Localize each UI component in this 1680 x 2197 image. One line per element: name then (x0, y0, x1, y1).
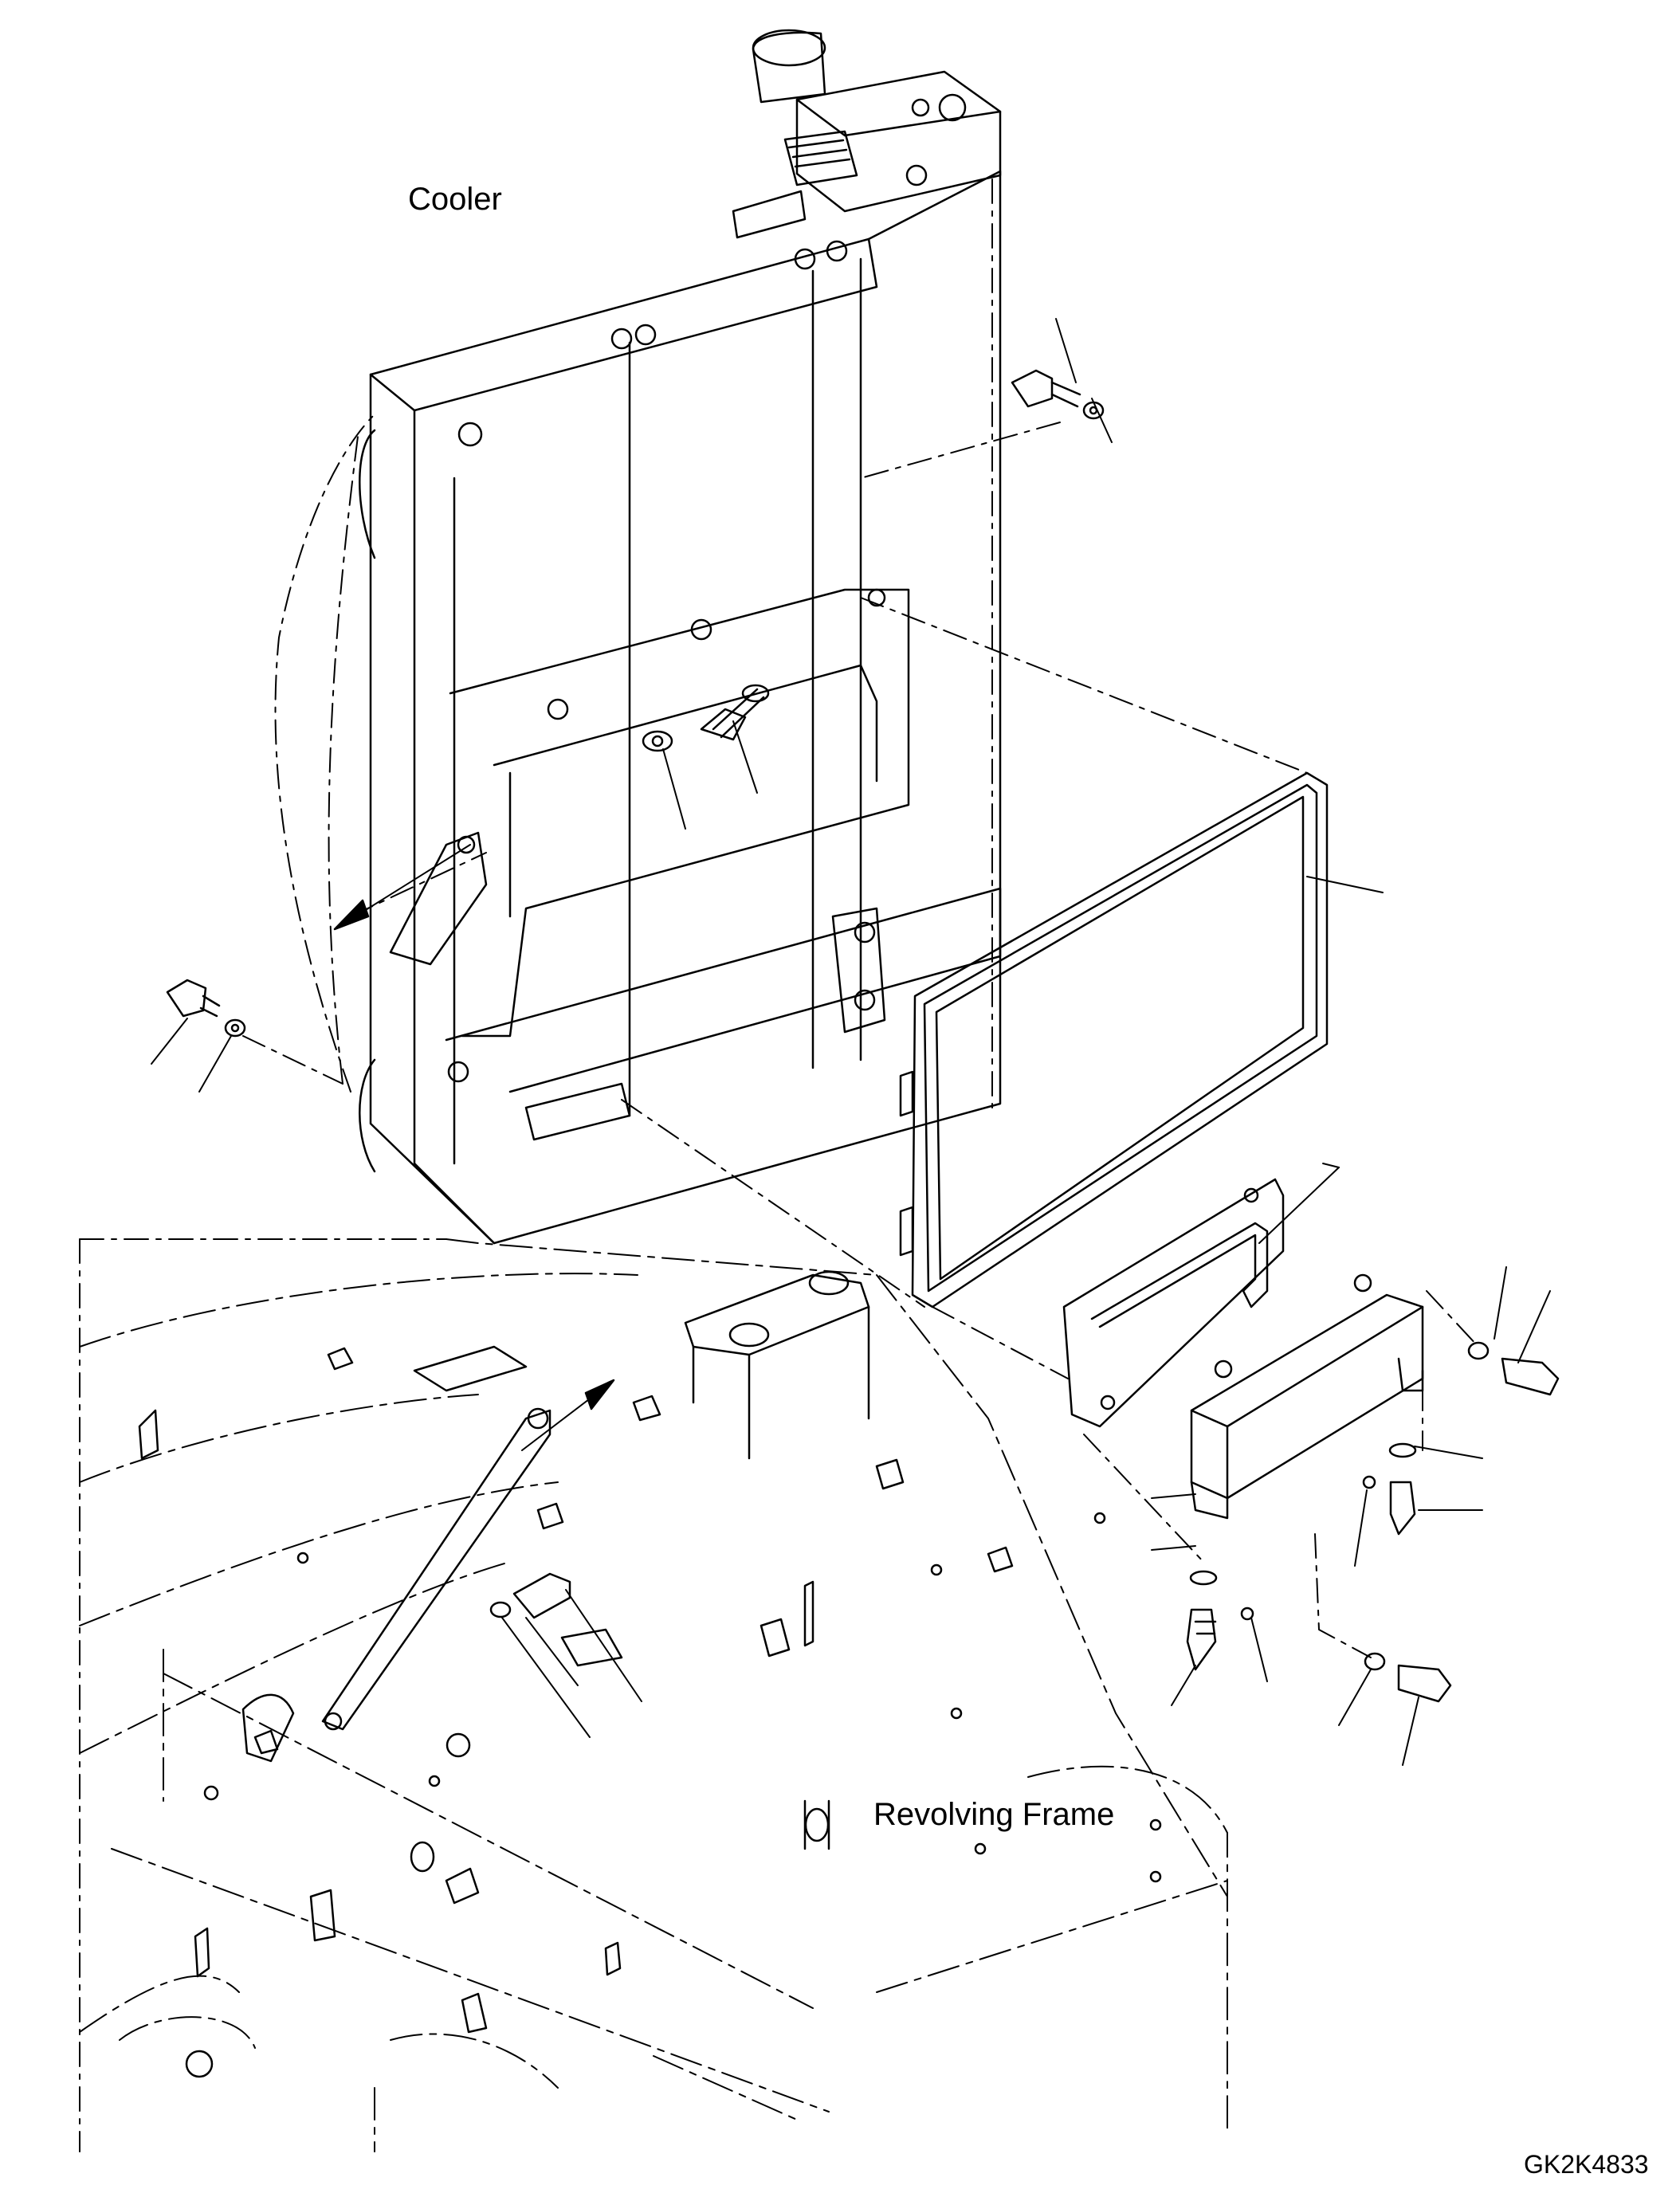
revolving-frame-label: Revolving Frame (873, 1797, 1115, 1832)
fitting-leader-lines (1151, 1163, 1551, 1766)
assembly-dash-lines (79, 179, 1479, 2152)
frame-solid-details (138, 1270, 1162, 2078)
direction-arrows (333, 844, 615, 1451)
revolving-frame (79, 1238, 1228, 2152)
fittings (1186, 1341, 1560, 1703)
bolt-washer-left (151, 979, 246, 1093)
cooler-label: Cooler (408, 182, 502, 217)
receiver-bracket (1062, 1178, 1285, 1428)
bolt-washer-top-right (1011, 369, 1105, 420)
cooler-leader-lines (662, 318, 1384, 893)
receiver-drier (1190, 1273, 1424, 1520)
cooler-assembly (359, 29, 1002, 1245)
drawing-code: GK2K4833 (1524, 2150, 1649, 2179)
condenser-panel (899, 771, 1329, 1308)
